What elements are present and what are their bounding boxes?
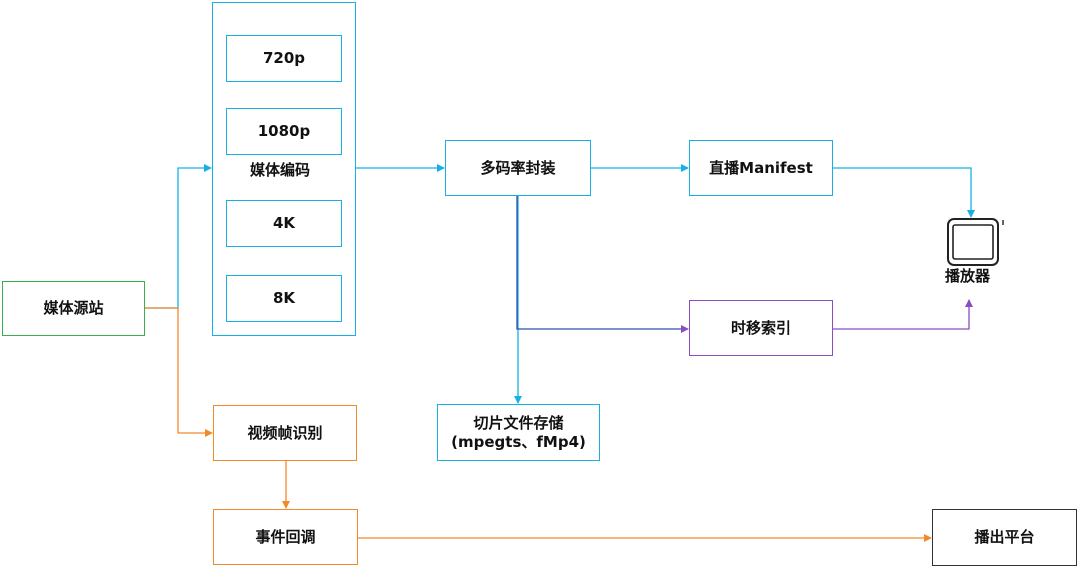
node-media-source-label: 媒体源站	[43, 299, 104, 318]
node-event-callback[interactable]: 事件回调	[213, 509, 358, 565]
edge-manifest-to-player	[833, 167, 975, 218]
node-live-manifest-label: 直播Manifest	[709, 158, 813, 177]
node-timeshift-index[interactable]: 时移索引	[689, 300, 833, 356]
node-live-manifest[interactable]: 直播Manifest	[689, 140, 833, 196]
node-res-8k[interactable]: 8K	[226, 275, 342, 322]
edge-source-to-recognition	[145, 307, 213, 437]
node-multi-bitrate-packaging[interactable]: 多码率封装	[445, 140, 591, 196]
node-res-1080p[interactable]: 1080p	[226, 108, 342, 155]
node-media-encoding-container[interactable]	[212, 2, 356, 336]
node-event-callback-label: 事件回调	[255, 527, 316, 546]
node-media-encoding-label: 媒体编码	[250, 161, 311, 179]
node-broadcast-platform-label: 播出平台	[974, 528, 1035, 547]
node-res-4k-label: 4K	[272, 214, 296, 233]
tablet-icon[interactable]	[935, 212, 1013, 292]
node-segment-storage-label-2: (mpegts、fMp4)	[451, 432, 586, 451]
node-res-720p-label: 720p	[262, 49, 306, 68]
node-res-1080p-label: 1080p	[257, 122, 311, 141]
node-video-frame-recognition[interactable]: 视频帧识别	[213, 405, 357, 461]
edge-source-to-encoding	[145, 164, 212, 309]
edge-packaging-to-timeshift	[516, 196, 689, 333]
node-res-4k[interactable]: 4K	[226, 200, 342, 247]
node-timeshift-index-label: 时移索引	[730, 318, 791, 337]
edge-timeshift-to-player	[833, 299, 973, 330]
node-player-label: 播放器	[945, 267, 991, 285]
node-segment-storage[interactable]: 切片文件存储 (mpegts、fMp4)	[437, 404, 600, 461]
node-media-source[interactable]: 媒体源站	[2, 281, 145, 336]
node-res-8k-label: 8K	[272, 289, 296, 308]
node-multi-bitrate-packaging-label: 多码率封装	[480, 158, 556, 177]
node-broadcast-platform[interactable]: 播出平台	[932, 509, 1077, 566]
node-segment-storage-label-1: 切片文件存储	[473, 413, 564, 432]
node-res-720p[interactable]: 720p	[226, 35, 342, 82]
node-video-frame-recognition-label: 视频帧识别	[247, 423, 323, 442]
